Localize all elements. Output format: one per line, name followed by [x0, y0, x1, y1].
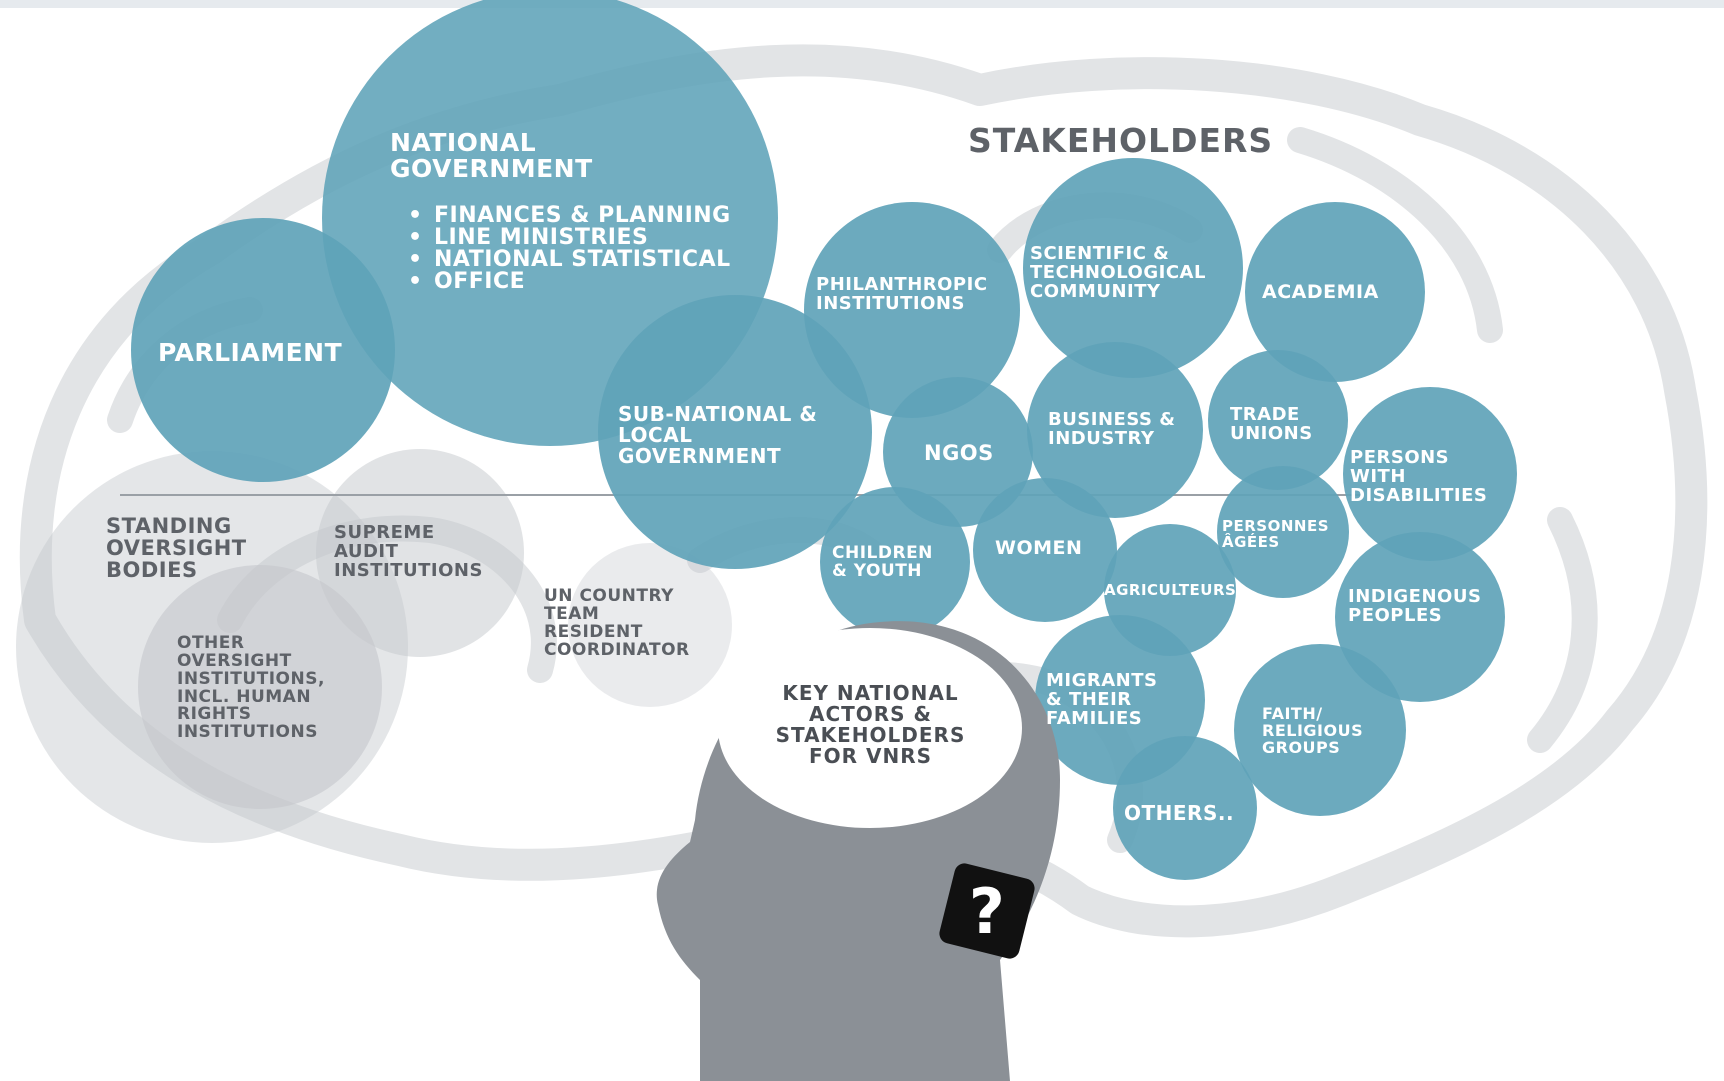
ngos-circle [883, 377, 1033, 527]
scientific-circle [1023, 158, 1243, 378]
business-circle [1027, 342, 1203, 518]
brain-fold-4 [1287, 127, 1503, 343]
academia-label: ACADEMIA [1262, 281, 1379, 303]
others-circle [1113, 736, 1257, 880]
indigenous-label: INDIGENOUS PEOPLES [1348, 586, 1482, 626]
persons-disabilities-label: PERSONS WITH DISABILITIES [1350, 447, 1488, 506]
key-national-actors-label: KEY NATIONAL ACTORS & STAKEHOLDERS FOR V… [775, 681, 966, 768]
un-country-team-circle [568, 543, 732, 707]
persons-disabilities-circle [1343, 387, 1517, 561]
faith-circle [1234, 644, 1406, 816]
philanthropic-circle [804, 202, 1020, 418]
sub-national-circle [598, 295, 872, 569]
children-youth-label: CHILDREN & YOUTH [832, 543, 933, 581]
stakeholders-heading: STAKEHOLDERS [968, 121, 1274, 160]
personnes-agees-label: PERSONNES ÂGÉES [1222, 517, 1330, 551]
agriculteurs-label: AGRICULTEURS [1104, 581, 1237, 599]
list-item: OFFICE [406, 271, 731, 294]
migrants-label: MIGRANTS & THEIR FAMILIES [1046, 670, 1158, 729]
national-government-list: FINANCES & PLANNING LINE MINISTRIES NATI… [406, 205, 731, 294]
faith-label: FAITH/ RELIGIOUS GROUPS [1262, 704, 1364, 757]
other-oversight-label: OTHER OVERSIGHT INSTITUTIONS, INCL. HUMA… [177, 633, 325, 743]
thought-bubble [718, 628, 1022, 828]
personnes-agees-circle [1217, 466, 1349, 598]
others-label: OTHERS.. [1124, 801, 1235, 825]
list-item: NATIONAL STATISTICAL [406, 249, 731, 272]
academia-circle [1245, 202, 1425, 382]
supreme-audit-label: SUPREME AUDIT INSTITUTIONS [334, 522, 483, 581]
philanthropic-label: PHILANTHROPIC INSTITUTIONS [816, 274, 988, 314]
standing-oversight-label: STANDING OVERSIGHT BODIES [106, 514, 247, 583]
un-country-team-label: UN COUNTRY TEAM RESIDENT COORDINATOR [544, 586, 690, 660]
ngos-label: NGOS [924, 441, 994, 465]
scientific-label: SCIENTIFIC & TECHNOLOGICAL COMMUNITY [1030, 243, 1206, 302]
parliament-label: PARLIAMENT [158, 338, 343, 367]
trade-unions-circle [1208, 350, 1348, 490]
other-oversight-circle [138, 565, 382, 809]
national-government-label: NATIONAL GOVERNMENT [390, 128, 593, 184]
list-item: FINANCES & PLANNING [406, 205, 731, 228]
women-circle [973, 478, 1117, 622]
supreme-audit-circle [316, 449, 524, 657]
list-item: LINE MINISTRIES [406, 227, 731, 250]
indigenous-circle [1335, 532, 1505, 702]
business-label: BUSINESS & INDUSTRY [1048, 409, 1176, 449]
parliament-circle [131, 218, 395, 482]
children-youth-circle [820, 487, 970, 637]
sub-national-label: SUB-NATIONAL & LOCAL GOVERNMENT [618, 402, 818, 468]
brain-fold-7 [1527, 507, 1598, 753]
women-label: WOMEN [995, 537, 1083, 559]
header-strip [0, 0, 1724, 8]
trade-unions-label: TRADE UNIONS [1230, 404, 1313, 444]
